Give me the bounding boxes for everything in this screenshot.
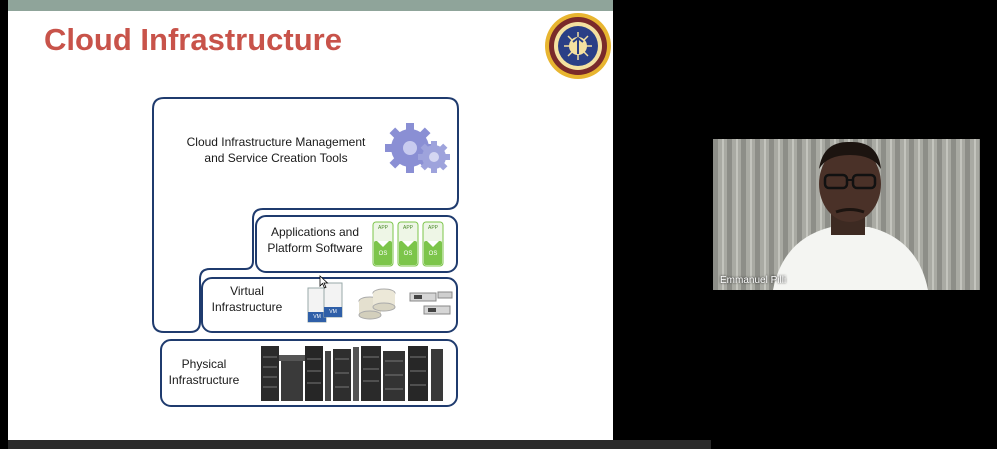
os-label: OS bbox=[378, 251, 388, 257]
app-label: APP bbox=[402, 225, 413, 231]
slide-top-bar bbox=[8, 0, 613, 11]
physical-layer-frame bbox=[160, 339, 458, 407]
physical-layer-label: Physical Infrastructure bbox=[168, 357, 240, 387]
slide-title: Cloud Infrastructure bbox=[44, 22, 342, 57]
server-rack-icon bbox=[261, 346, 443, 401]
virtual-layer-label: Virtual Infrastructure bbox=[211, 284, 283, 314]
app-os-stack-icon bbox=[372, 221, 394, 267]
management-layer-label: Cloud Infrastructure Management and Serv… bbox=[186, 135, 366, 165]
app-label: APP bbox=[377, 225, 388, 231]
participant-video-feed bbox=[713, 139, 980, 290]
os-label: OS bbox=[403, 251, 413, 257]
app-label: APP bbox=[427, 225, 438, 231]
applications-layer-frame bbox=[255, 215, 458, 273]
vm-label: VM bbox=[313, 314, 321, 320]
participant-name-label: Emmanuel Pilli bbox=[720, 275, 787, 286]
storage-disk-icon bbox=[358, 288, 396, 320]
applications-layer-label: Applications and Platform Software bbox=[267, 225, 363, 255]
management-layer-frame bbox=[152, 97, 459, 333]
app-os-stack-icon bbox=[422, 221, 444, 267]
os-label: OS bbox=[428, 251, 438, 257]
network-device-icon bbox=[409, 291, 453, 315]
gears-icon bbox=[385, 123, 450, 173]
vm-icon bbox=[307, 282, 343, 323]
slide-bottom-strip bbox=[8, 440, 711, 449]
presentation-slide: Cloud Infrastructure bbox=[8, 0, 613, 440]
vm-label: VM bbox=[329, 309, 337, 315]
app-os-stack-icon bbox=[397, 221, 419, 267]
mouse-cursor-icon bbox=[319, 275, 329, 289]
virtual-layer-frame bbox=[201, 277, 458, 333]
institute-logo bbox=[545, 13, 611, 79]
participant-video-tile[interactable]: Emmanuel Pilli bbox=[713, 139, 980, 290]
